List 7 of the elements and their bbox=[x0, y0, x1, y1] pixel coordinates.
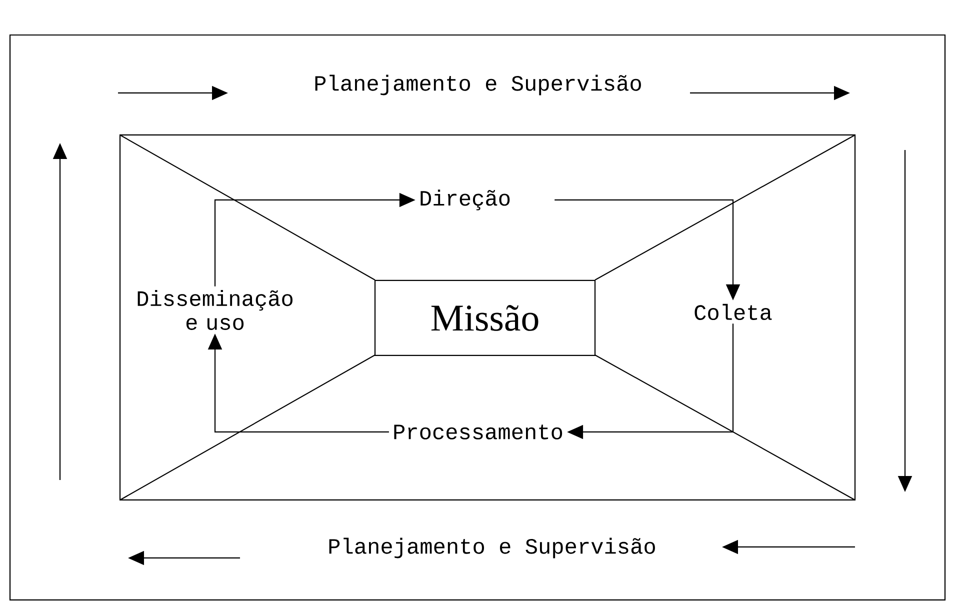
text-label: Coleta bbox=[694, 304, 772, 320]
text-label: Disseminação e uso bbox=[138, 290, 292, 330]
text-label: Direção bbox=[420, 190, 510, 210]
text-label: Processamento bbox=[394, 424, 562, 440]
text-label: Planejamento e Supervisão bbox=[315, 74, 641, 96]
mission-box: Missão bbox=[374, 280, 596, 356]
text-label: Planejamento e Supervisão bbox=[329, 538, 655, 558]
